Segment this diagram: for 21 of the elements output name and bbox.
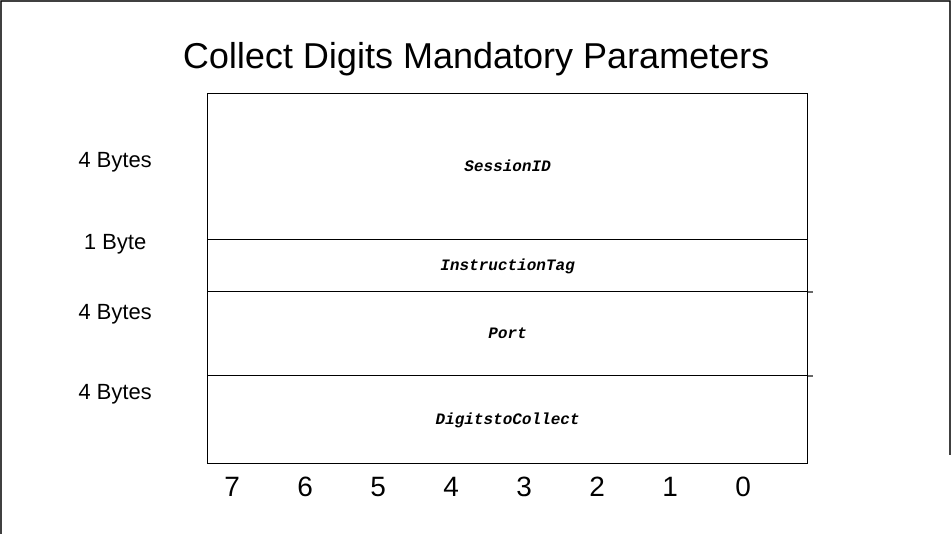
diagram-title: Collect Digits Mandatory Parameters [182, 34, 770, 78]
field-row [207, 291, 808, 377]
bit-number: 3 [515, 470, 533, 504]
field-row [207, 93, 808, 241]
field-name: SessionID [464, 158, 551, 176]
bit-number: 1 [661, 470, 679, 504]
field-row [207, 239, 808, 293]
field-name: DigitstoCollect [435, 410, 580, 428]
byte-size: 4 Bytes [77, 379, 153, 405]
bit-number: 6 [296, 470, 314, 504]
bit-number: 5 [369, 470, 387, 504]
byte-size: 4 Bytes [77, 147, 153, 173]
byte-size: 4 Bytes [77, 299, 153, 325]
field-name: InstructionTag [440, 257, 575, 275]
bit-number: 7 [223, 470, 241, 504]
field-name: Port [488, 325, 527, 343]
field-row [207, 375, 808, 464]
bit-number: 4 [442, 470, 460, 504]
bit-number: 2 [588, 470, 606, 504]
bit-number: 0 [734, 470, 752, 504]
byte-size: 1 Byte [82, 229, 148, 255]
